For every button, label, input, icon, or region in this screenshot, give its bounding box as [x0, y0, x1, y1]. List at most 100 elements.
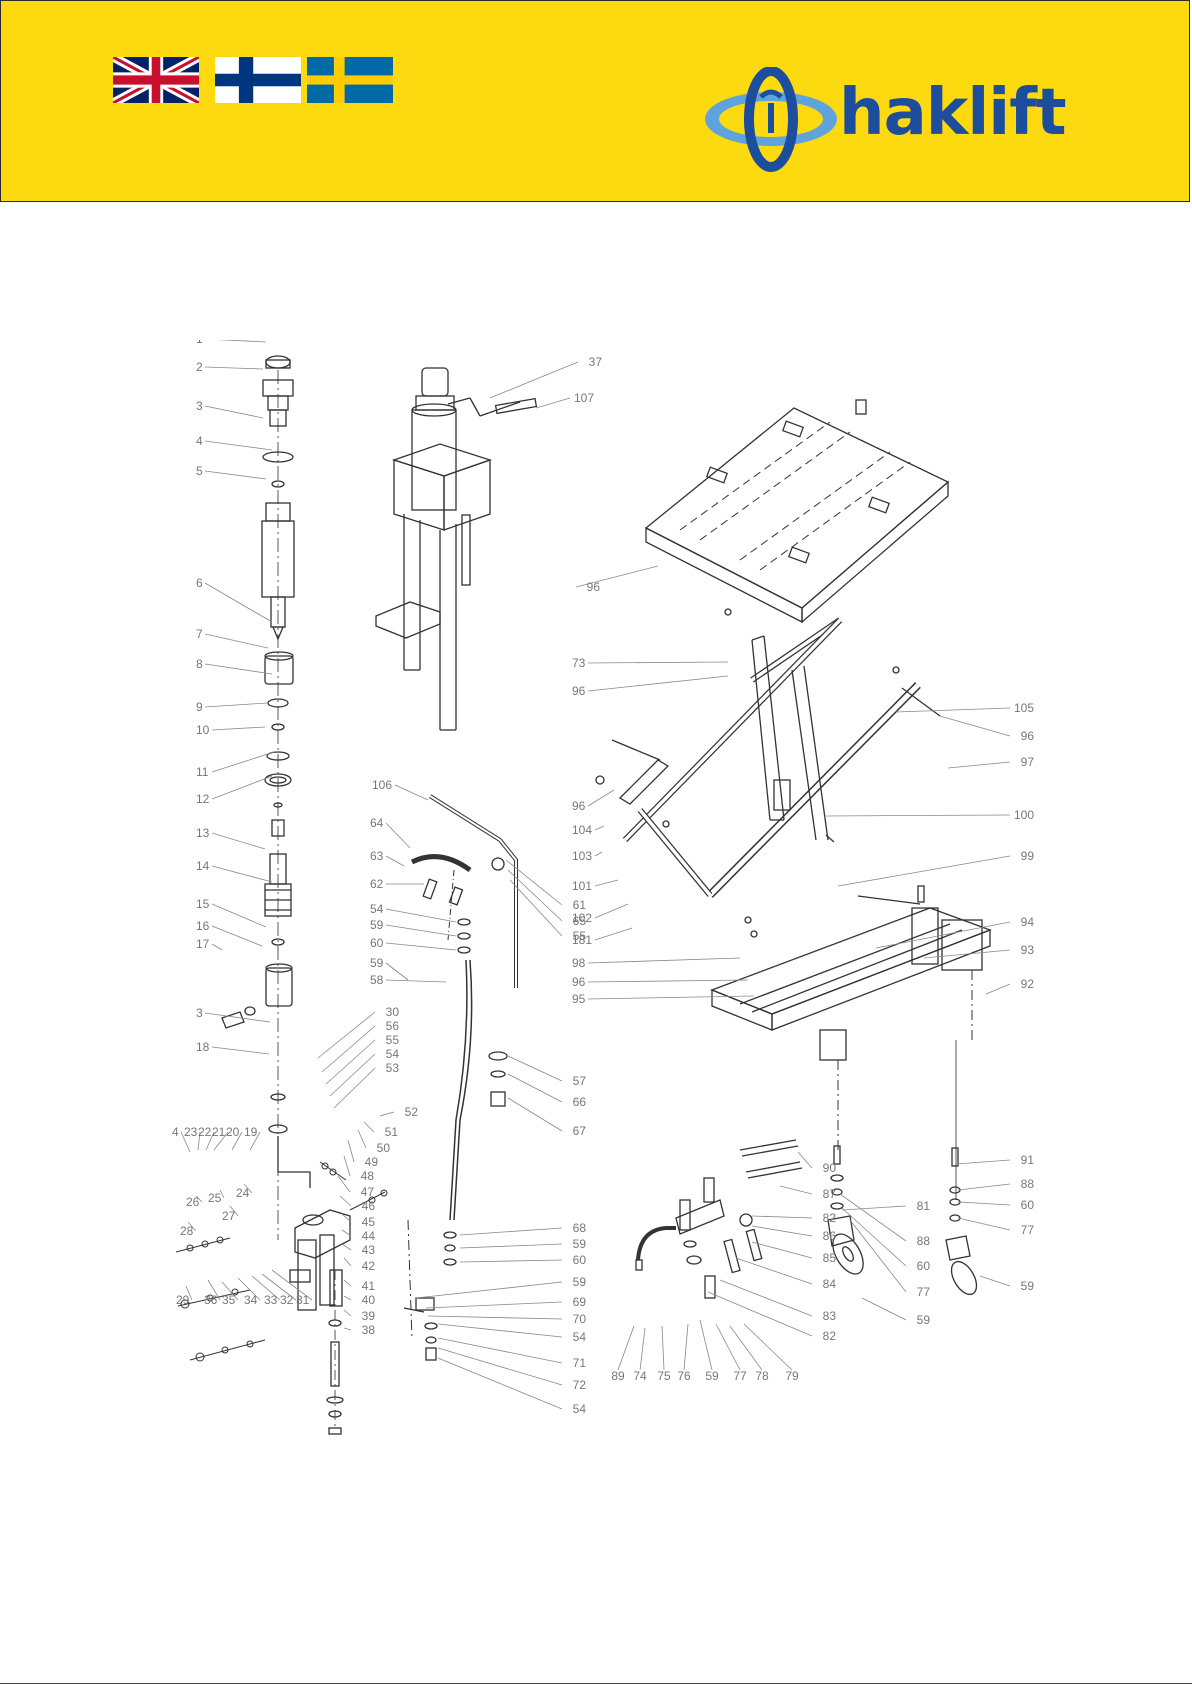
callout-leader-line [339, 1195, 352, 1207]
callout-leader-line [329, 1053, 376, 1097]
finland-flag-icon[interactable] [215, 57, 301, 103]
part-number-label: 39 [362, 1309, 376, 1323]
callout-leader-line [575, 565, 659, 588]
uk-flag-icon[interactable] [113, 57, 199, 103]
callout-leader-line [594, 851, 603, 857]
callout-leader-line [425, 1301, 563, 1309]
part-number-label: 36 [204, 1293, 218, 1307]
part-number-label: 15 [196, 897, 210, 911]
sweden-flag-icon[interactable] [307, 57, 393, 103]
part-number-label: 38 [362, 1323, 376, 1337]
part-number-label: 84 [823, 1277, 837, 1291]
part-number-label: 81 [917, 1199, 931, 1213]
callout-leader-line [321, 1025, 376, 1073]
part-number-label: 92 [1021, 977, 1035, 991]
part-number-label: 9 [196, 700, 203, 714]
part-number-label: 23 [184, 1125, 198, 1139]
part-number-label: 7 [196, 627, 203, 641]
logo-wordmark: haklift [839, 76, 1067, 150]
part-number-label: 41 [362, 1279, 376, 1293]
callout-leader-line [699, 1319, 713, 1371]
callout-leader-line [587, 789, 615, 807]
callout-leader-line [587, 675, 729, 692]
callout-leader-line [204, 1012, 271, 1023]
footer-rule [0, 1683, 1192, 1684]
callout-leader-line [385, 855, 405, 867]
part-number-label: 64 [370, 816, 384, 830]
part-number-label: 105 [1014, 701, 1034, 715]
callout-leader-line [237, 1277, 261, 1301]
callout-leader-line [507, 1055, 563, 1082]
part-number-label: 27 [222, 1209, 236, 1223]
part-number-label: 3 [196, 399, 203, 413]
part-number-label: 43 [362, 1243, 376, 1257]
callout-leader-line [343, 1279, 352, 1287]
part-number-label: 1 [196, 340, 203, 346]
part-number-label: 17 [196, 937, 210, 951]
part-number-label: 53 [386, 1061, 400, 1075]
part-number-label: 31 [296, 1293, 310, 1307]
part-number-label: 78 [755, 1369, 769, 1383]
part-number-label: 88 [1021, 1177, 1035, 1191]
part-number-label: 96 [572, 975, 586, 989]
callout-leader-line [797, 1151, 813, 1169]
callout-leader-line [343, 1295, 352, 1301]
part-number-label: 59 [917, 1313, 931, 1327]
part-number-label: 60 [917, 1259, 931, 1273]
part-number-label: 59 [370, 918, 384, 932]
part-number-label: 54 [573, 1402, 587, 1416]
callout-leader-line [385, 908, 457, 923]
part-number-label: 82 [823, 1329, 837, 1343]
part-number-label: 59 [370, 956, 384, 970]
callout-leader-line [957, 1183, 1011, 1191]
part-number-label: 59 [705, 1369, 719, 1383]
callout-leader-line [639, 1327, 646, 1371]
part-number-label: 33 [264, 1293, 278, 1307]
callout-leader-line [337, 1175, 351, 1193]
part-number-label: 96 [1021, 729, 1035, 743]
callout-leader-line [437, 1357, 563, 1410]
part-number-label: 101 [572, 879, 592, 893]
callout-leader-line [587, 979, 749, 983]
part-number-label: 55 [386, 1033, 400, 1047]
callout-leader-line [325, 1039, 376, 1085]
callout-leader-line [743, 1323, 793, 1371]
part-number-label: 13 [196, 826, 210, 840]
part-number-label: 77 [1021, 1223, 1035, 1237]
callout-leader-line [507, 1097, 563, 1132]
part-number-label: 44 [362, 1229, 376, 1243]
callout-leader-line [243, 1183, 253, 1194]
part-number-label: 98 [572, 956, 586, 970]
part-number-label: 79 [785, 1369, 799, 1383]
part-number-label: 60 [573, 1253, 587, 1267]
part-number-label: 70 [573, 1312, 587, 1326]
callout-leader-line [204, 470, 267, 480]
callout-leader-line [895, 707, 1011, 713]
part-number-label: 54 [370, 902, 384, 916]
callout-leader-line [211, 925, 263, 947]
part-number-label: 104 [572, 823, 592, 837]
part-number-label: 16 [196, 919, 210, 933]
callout-leader-line [415, 1281, 563, 1299]
callout-leader-line [204, 582, 273, 623]
part-number-label: 100 [1014, 808, 1034, 822]
part-number-label: 50 [377, 1141, 391, 1155]
callout-leader-line [947, 761, 1011, 769]
callout-leader-line [385, 924, 457, 937]
part-number-label: 54 [386, 1047, 400, 1061]
part-number-label: 59 [573, 1275, 587, 1289]
callout-leader-line [841, 1205, 907, 1211]
callout-leader-line [617, 1325, 635, 1371]
callout-leader-line [594, 825, 605, 831]
part-number-label: 30 [386, 1005, 400, 1019]
callout-leader-line [459, 1259, 563, 1263]
callout-leader-line [211, 726, 266, 731]
callout-leader-line [213, 1131, 229, 1151]
part-number-label: 20 [226, 1125, 240, 1139]
callout-leader-line [437, 1347, 563, 1386]
part-number-label: 26 [186, 1195, 200, 1209]
haklift-globe-icon [705, 67, 837, 172]
callout-leader-line [204, 702, 268, 708]
callout-leader-line [341, 1229, 352, 1237]
part-number-label: 106 [372, 778, 392, 792]
